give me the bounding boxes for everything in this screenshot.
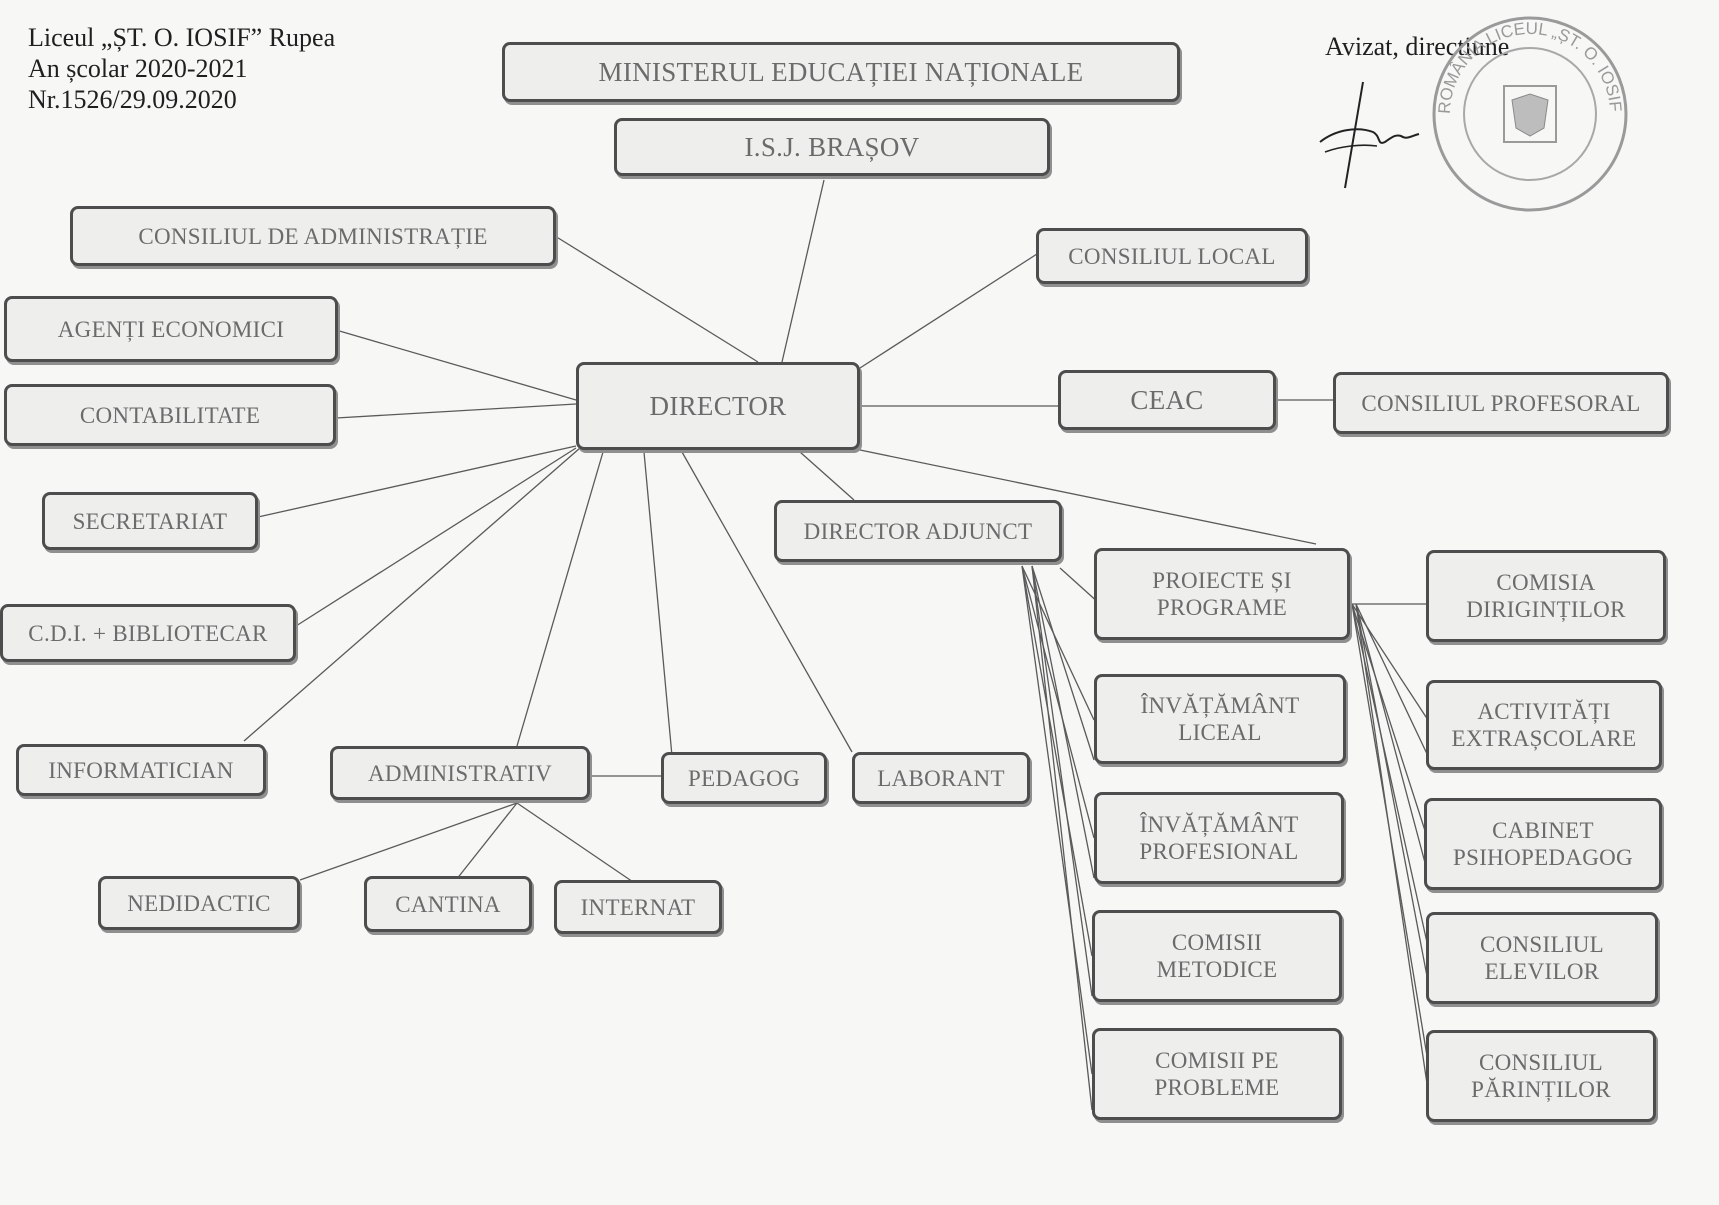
round-stamp: ROMÂNIA LICEUL „ȘT. O. IOSIF” RUPEA — [1420, 10, 1628, 212]
link-proiecte-activitati-2 — [1355, 603, 1429, 757]
link-administrativ-nedidactic — [299, 802, 518, 881]
school-name: Liceul „ȘT. O. IOSIF” Rupea — [28, 23, 336, 52]
link-adjunct-liceal — [1021, 565, 1095, 721]
link-administrativ-cantina — [455, 802, 518, 881]
node-laborant: LABORANT — [852, 752, 1030, 804]
link-contabilitate-director — [335, 403, 577, 419]
link-adjunct-metodice — [1021, 565, 1093, 957]
node-ceac: CEAC — [1058, 370, 1276, 430]
node-informatician: INFORMATICIAN — [16, 744, 266, 796]
approval-label: Avizat, directiune — [1325, 32, 1510, 61]
link-ca-director — [554, 235, 759, 363]
link-administrativ-director — [516, 451, 604, 747]
link-adjunct-director — [799, 451, 855, 501]
node-consiliul-profesoral: CONSILIUL PROFESORAL — [1333, 372, 1669, 434]
node-pedagog: PEDAGOG — [661, 752, 827, 804]
node-consiliul-local: CONSILIUL LOCAL — [1036, 228, 1308, 284]
node-director-adjunct: DIRECTOR ADJUNCT — [774, 500, 1062, 562]
link-proiecte-elevilor-2 — [1355, 603, 1431, 993]
link-secretariat-director — [257, 445, 577, 518]
link-proiecte-parintilor-2 — [1355, 603, 1431, 1105]
link-adjunct-probleme-2 — [1031, 565, 1093, 1111]
link-isj-director — [781, 179, 825, 363]
node-agenti-economici: AGENȚI ECONOMICI — [4, 296, 338, 362]
link-pedagog-director — [643, 451, 673, 757]
signature — [1319, 81, 1420, 189]
link-proiecte-cabinet-2 — [1355, 603, 1429, 875]
node-director: DIRECTOR — [576, 362, 860, 450]
node-internat: INTERNAT — [554, 880, 722, 934]
link-adjunct-liceal-2 — [1031, 565, 1095, 761]
link-local-director — [859, 253, 1038, 369]
node-cdi-bibliotecar: C.D.I. + BIBLIOTECAR — [0, 604, 296, 662]
link-proiecte-activitati — [1351, 603, 1429, 721]
node-administrativ: ADMINISTRATIV — [330, 746, 590, 800]
document-header: Liceul „ȘT. O. IOSIF” Rupea An școlar 20… — [28, 22, 335, 115]
link-laborant-director — [681, 451, 853, 753]
node-nedidactic: NEDIDACTIC — [98, 876, 300, 930]
link-cdi-director — [295, 447, 577, 627]
link-adjunct-profesional — [1021, 565, 1095, 839]
node-cantina: CANTINA — [364, 876, 532, 932]
node-ministerul: MINISTERUL EDUCAȚIEI NAȚIONALE — [502, 42, 1180, 102]
node-consiliul-administratie: CONSILIUL DE ADMINISTRAȚIE — [70, 206, 556, 266]
link-adjunct-proiecte — [1059, 567, 1101, 605]
link-agenti-director — [335, 329, 577, 401]
school-year: An școlar 2020-2021 — [28, 54, 248, 83]
link-proiecte-cabinet — [1351, 603, 1429, 841]
link-informatician-director — [243, 447, 581, 742]
link-adjunct-metodice-2 — [1031, 565, 1093, 997]
node-contabilitate: CONTABILITATE — [4, 384, 336, 446]
link-adjunct-profesional-2 — [1031, 565, 1095, 879]
link-adjunct-probleme — [1021, 565, 1093, 1075]
node-isj: I.S.J. BRAȘOV — [614, 118, 1050, 176]
link-administrativ-internat — [516, 802, 637, 885]
registration-number: Nr.1526/29.09.2020 — [28, 85, 237, 114]
node-secretariat: SECRETARIAT — [42, 492, 258, 550]
link-proiecte-director — [859, 449, 1317, 545]
